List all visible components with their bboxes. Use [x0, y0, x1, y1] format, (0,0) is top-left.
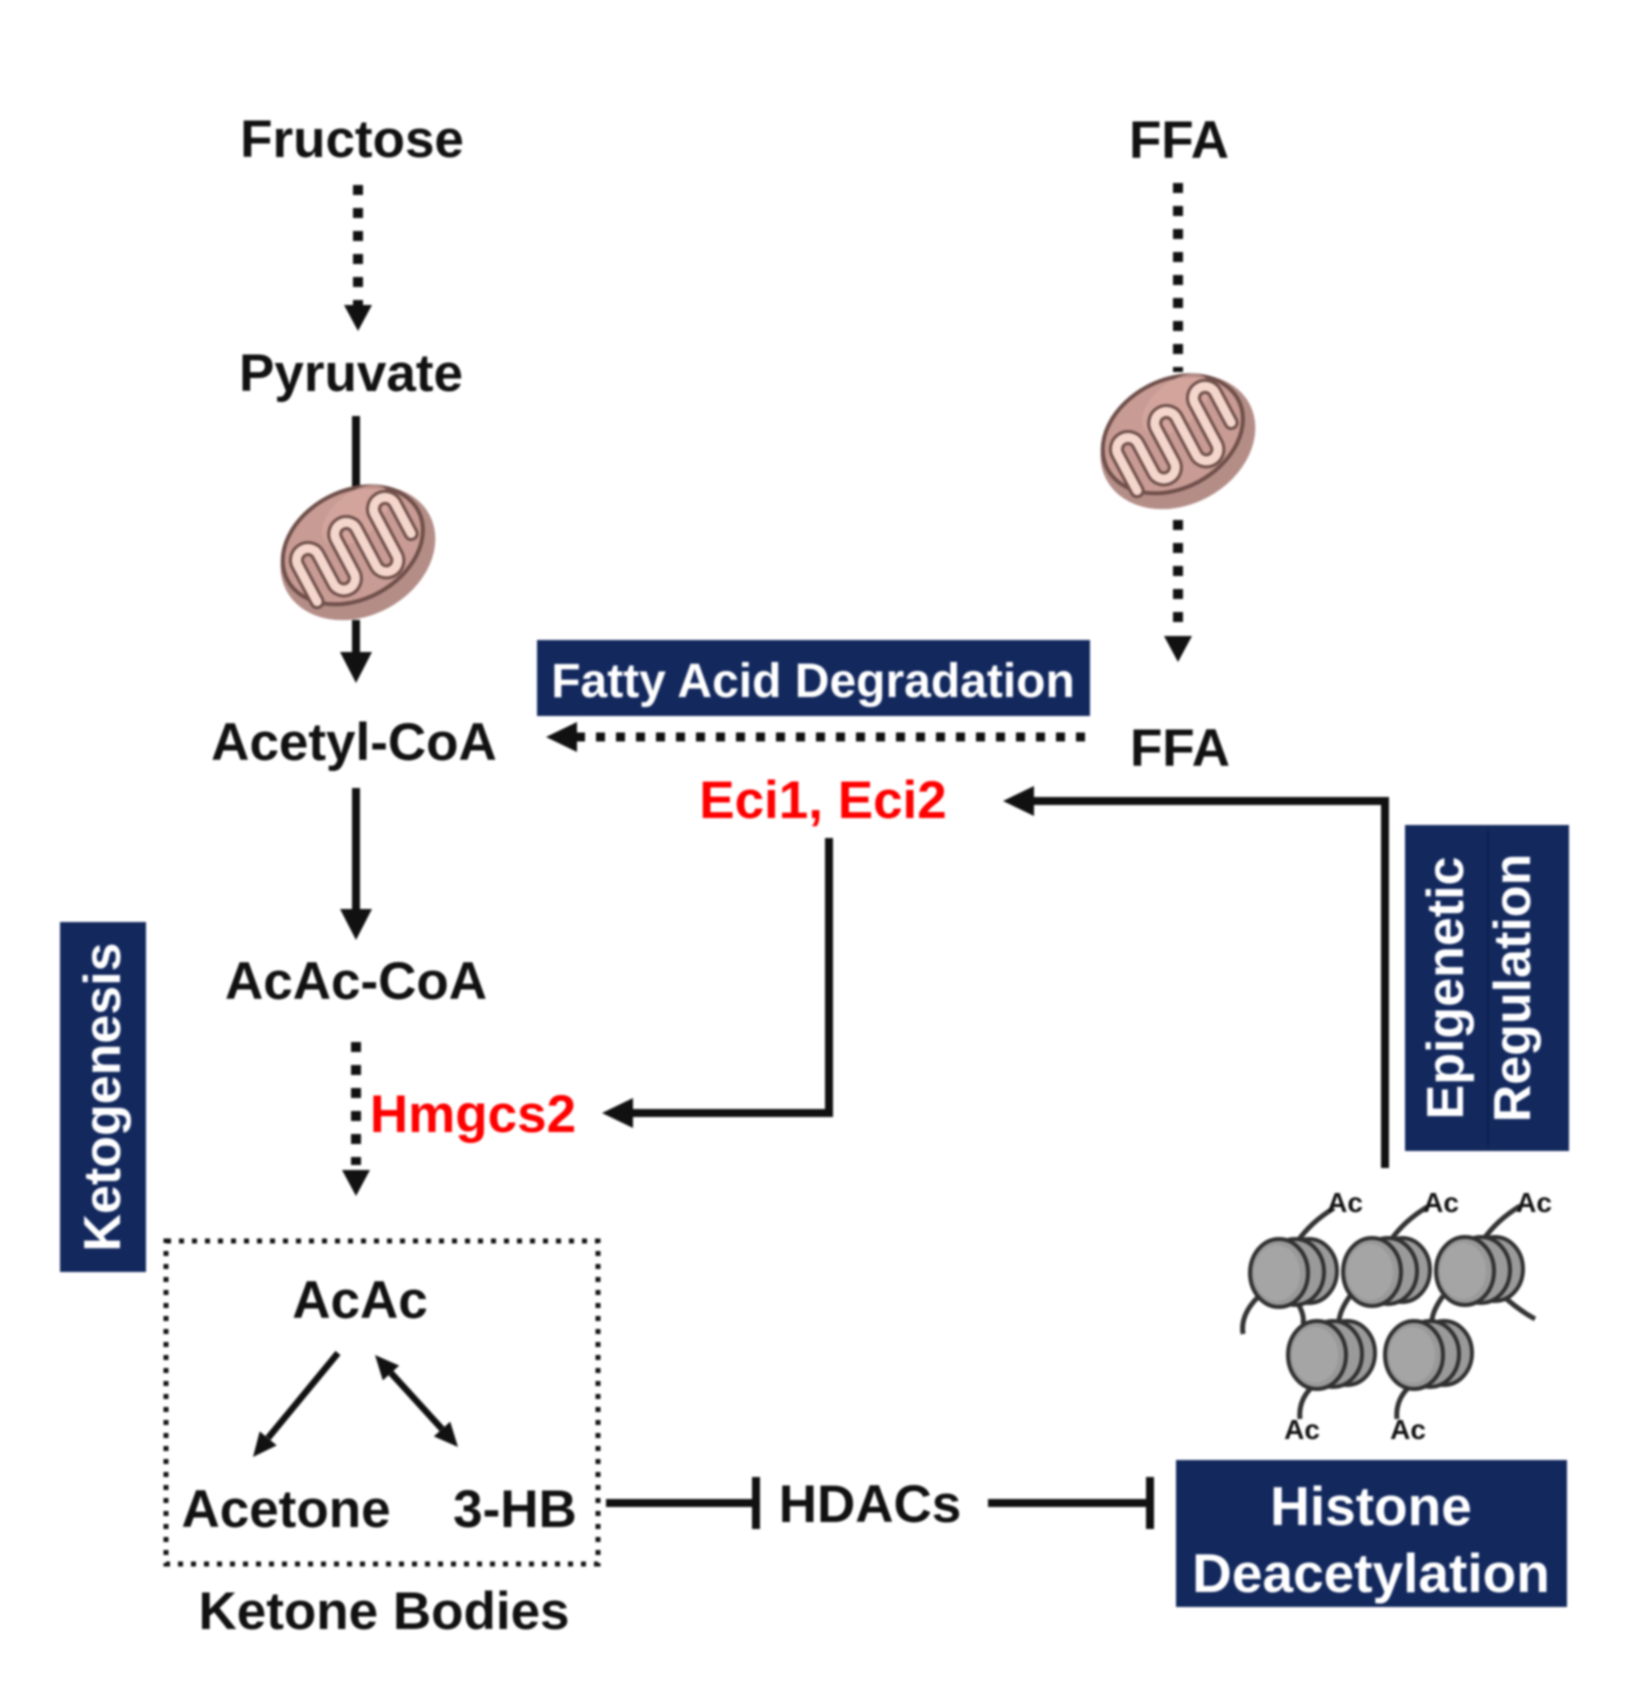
- svg-text:Pyruvate: Pyruvate: [239, 344, 463, 403]
- svg-text:Acetone: Acetone: [181, 1480, 390, 1539]
- svg-text:3-HB: 3-HB: [453, 1480, 577, 1539]
- svg-text:Histone: Histone: [1270, 1475, 1472, 1537]
- svg-text:HDACs: HDACs: [779, 1475, 962, 1534]
- svg-text:Ac: Ac: [1327, 1187, 1363, 1218]
- svg-text:Fatty Acid Degradation: Fatty Acid Degradation: [551, 655, 1075, 708]
- svg-text:Ketogenesis: Ketogenesis: [74, 942, 132, 1251]
- svg-text:FFA: FFA: [1129, 111, 1229, 170]
- svg-text:Regulation: Regulation: [1484, 854, 1542, 1123]
- svg-text:Ac: Ac: [1423, 1187, 1459, 1218]
- svg-text:Fructose: Fructose: [240, 110, 464, 169]
- svg-text:Hmgcs2: Hmgcs2: [370, 1085, 576, 1144]
- svg-text:Deacetylation: Deacetylation: [1192, 1542, 1550, 1604]
- svg-text:Ac: Ac: [1284, 1414, 1320, 1445]
- svg-text:Ketone Bodies: Ketone Bodies: [198, 1582, 569, 1641]
- svg-text:Eci1, Eci2: Eci1, Eci2: [699, 771, 947, 830]
- svg-text:AcAc-CoA: AcAc-CoA: [225, 952, 487, 1011]
- svg-text:FFA: FFA: [1130, 719, 1230, 778]
- svg-text:AcAc: AcAc: [292, 1271, 428, 1330]
- svg-text:Ac: Ac: [1390, 1414, 1426, 1445]
- svg-text:Epigenetic: Epigenetic: [1417, 857, 1475, 1120]
- svg-text:Ac: Ac: [1516, 1187, 1552, 1218]
- svg-text:Acetyl-CoA: Acetyl-CoA: [211, 713, 497, 772]
